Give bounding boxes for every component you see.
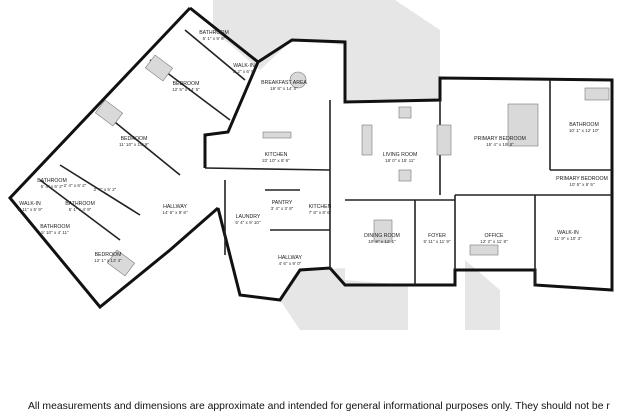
room-name: WALK-IN: [557, 230, 579, 236]
room-name: DINING ROOM: [364, 233, 400, 239]
room-name: KITCHEN: [265, 152, 288, 158]
room-dimensions: 10' 1" x 12' 10": [569, 128, 600, 133]
room-dimensions: 2' 4" x 5' 2": [94, 187, 117, 192]
room-dimensions: 11' 9" x 10' 3": [554, 236, 582, 241]
bed-sw: [106, 249, 136, 277]
room-name: BEDROOM: [95, 252, 122, 258]
dining-table: [373, 219, 393, 243]
room-dimensions: 11' 10" x 14' 9": [119, 142, 149, 147]
room-dimensions: 4' 6" x 9' 0": [279, 261, 302, 266]
room-dimensions: 5' 2" x 6' 5": [233, 69, 256, 74]
room-dimensions: 5' 10" x 4' 11": [41, 230, 69, 235]
room-name: WALK-IN: [19, 201, 41, 207]
table-breakfast: [289, 71, 307, 89]
room-walkin-w: WALK-IN5' 11" x 5' 9": [18, 201, 43, 212]
room-dimensions: 15' 4" x 19' 8": [486, 142, 514, 147]
exterior-areas: [213, 0, 500, 330]
furniture: [94, 54, 610, 277]
room-name: BATHROOM: [65, 201, 95, 207]
island: [262, 131, 292, 139]
bed-n: [144, 54, 174, 82]
room-name: BATHROOM: [40, 224, 70, 230]
room-dimensions: 22' 10" x 8' 6": [262, 158, 290, 163]
armchair-2: [398, 169, 412, 182]
room-name: BATHROOM: [569, 122, 599, 128]
room-name: BATHROOM: [199, 30, 229, 36]
bed-primary: [507, 103, 539, 147]
room-name: KITCHEN: [309, 204, 332, 210]
room-dimensions: 14' 6" x 9' 8": [162, 210, 188, 215]
room-dimensions: 5' 1" x 4' 9": [69, 207, 92, 212]
room-dimensions: 10' 5" x 6' 5": [569, 182, 595, 187]
room-name: WALK-IN: [233, 63, 255, 69]
room-dimensions: 2' 4" x 6' 2": [64, 183, 87, 188]
room-name: LIVING ROOM: [383, 152, 418, 158]
room-dimensions: 10' 8" x 12' 1": [368, 239, 396, 244]
room-dimensions: 3' 4" x 3' 8": [271, 206, 294, 211]
room-dimensions: 12' 1" x 13' 4": [94, 258, 122, 263]
room-closet-w: 2' 4" x 6' 2": [64, 183, 87, 188]
room-name: BEDROOM: [173, 81, 200, 87]
room-name: LAUNDRY: [236, 214, 261, 220]
bed-w: [94, 99, 124, 127]
room-name: BATHROOM: [37, 178, 67, 184]
disclaimer-text: All measurements and dimensions are appr…: [28, 401, 610, 412]
room-name: HALLWAY: [163, 204, 187, 210]
room-dimensions: 12' 2" x 11' 8": [480, 239, 508, 244]
room-dimensions: 5' 1" x 9' 6": [203, 36, 226, 41]
room-name: BREAKFAST AREA: [261, 80, 307, 86]
room-name: BEDROOM: [121, 136, 148, 142]
fireplace: [436, 124, 452, 156]
room-dimensions: 19' 8" x 14' 0": [270, 86, 298, 91]
sofa-living: [361, 124, 373, 156]
room-dimensions: 18' 0" x 15' 11": [385, 158, 415, 163]
room-name: PRIMARY BEDROOM: [556, 176, 608, 182]
armchair-1: [398, 106, 412, 119]
interior-walls: [39, 29, 612, 285]
room-dimensions: 5' 4" x 6' 2": [41, 184, 64, 189]
room-dimensions: 12' 5" x 14' 5": [172, 87, 200, 92]
room-name: PRIMARY BEDROOM: [474, 136, 526, 142]
room-dimensions: 5' 11" x 11' 9": [423, 239, 450, 244]
room-closet-w2: 2' 4" x 5' 2": [94, 187, 117, 192]
desk-office: [469, 244, 499, 256]
room-dimensions: 7' 8" x 8' 6": [309, 210, 332, 215]
room-name: PANTRY: [272, 200, 293, 206]
room-name: HALLWAY: [278, 255, 302, 261]
room-dimensions: 5' 4" x 9' 10": [235, 220, 261, 225]
room-walkin-nw: WALK-IN5' 2" x 6' 5": [233, 63, 256, 74]
room-name: OFFICE: [484, 233, 504, 239]
room-name: FOYER: [428, 233, 446, 239]
tub-primary: [584, 87, 610, 101]
room-dimensions: 5' 11" x 5' 9": [18, 207, 43, 212]
